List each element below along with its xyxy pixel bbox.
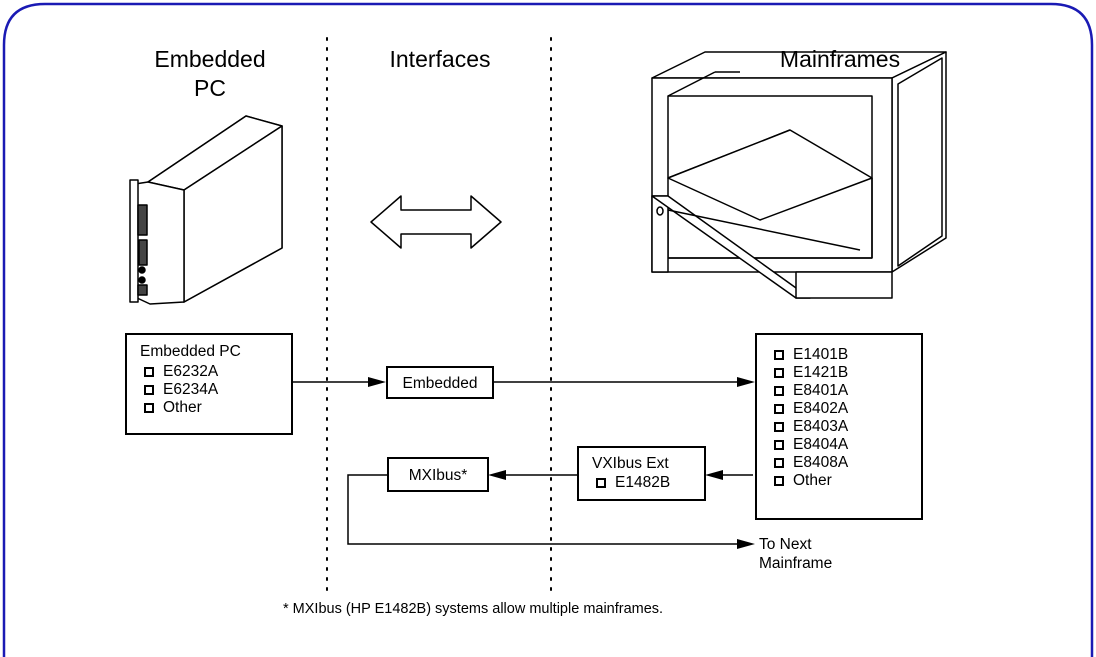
option-item[interactable]: E6232A: [144, 363, 218, 381]
embedded-pc-illustration: [129, 115, 283, 305]
option-label: Other: [793, 472, 832, 490]
bidirectional-arrow-icon: [370, 195, 502, 249]
option-item[interactable]: E8403A: [774, 418, 848, 436]
option-item[interactable]: E8402A: [774, 400, 848, 418]
option-item[interactable]: E8401A: [774, 382, 848, 400]
option-item[interactable]: Other: [774, 472, 848, 490]
checkbox-icon[interactable]: [774, 440, 784, 450]
option-item[interactable]: E1421B: [774, 364, 848, 382]
footnote: * MXIbus (HP E1482B) systems allow multi…: [283, 601, 664, 617]
vxibus-ext-title: VXIbus Ext: [592, 455, 669, 472]
option-label: E6232A: [163, 363, 219, 381]
option-label: E8404A: [793, 436, 849, 454]
option-label: E8401A: [793, 382, 849, 400]
option-item[interactable]: E8404A: [774, 436, 848, 454]
vxibus-ext-box: VXIbus Ext E1482B: [577, 446, 706, 501]
connectors: [293, 381, 753, 545]
option-item[interactable]: Other: [144, 399, 218, 417]
option-label: E1421B: [793, 364, 849, 382]
mainframes-box: E1401B E1421B E8401A E8402A E8403A E8404…: [755, 333, 923, 520]
to-next-line2: Mainframe: [759, 554, 833, 572]
option-label: Other: [163, 399, 202, 417]
option-label: E8403A: [793, 418, 849, 436]
embedded-pc-options: E6232A E6234A Other: [144, 363, 218, 417]
checkbox-icon[interactable]: [596, 478, 606, 488]
checkbox-icon[interactable]: [774, 422, 784, 432]
header-interfaces: Interfaces: [389, 46, 491, 72]
mainframe-options: E1401B E1421B E8401A E8402A E8403A E8404…: [774, 346, 848, 490]
option-label: E8408A: [793, 454, 849, 472]
option-item[interactable]: E6234A: [144, 381, 218, 399]
option-label: E6234A: [163, 381, 219, 399]
checkbox-icon[interactable]: [144, 367, 154, 377]
header-embedded-pc: Embedded PC: [140, 48, 280, 100]
to-next-line1: To Next: [759, 536, 812, 553]
checkbox-icon[interactable]: [144, 385, 154, 395]
option-label: E1401B: [793, 346, 849, 364]
checkbox-icon[interactable]: [774, 404, 784, 414]
vxibus-options: E1482B: [596, 474, 670, 492]
option-label: E1482B: [615, 474, 671, 492]
embedded-pc-box-title: Embedded PC: [140, 343, 241, 360]
arrowhead-to-vxibus: [705, 470, 723, 480]
arrowhead-to-embedded: [368, 377, 386, 387]
option-item[interactable]: E1401B: [774, 346, 848, 364]
embedded-interface-label: Embedded: [402, 375, 478, 392]
mxibus-interface-box: MXIbus*: [387, 457, 489, 492]
header-mainframes: Mainframes: [779, 46, 901, 72]
checkbox-icon[interactable]: [774, 458, 784, 468]
header-embedded-pc-line2: PC: [194, 75, 226, 101]
checkbox-icon[interactable]: [774, 368, 784, 378]
checkbox-icon[interactable]: [144, 403, 154, 413]
to-next-mainframe-label: To Next Mainframe: [759, 537, 832, 571]
mainframe-illustration: [651, 51, 947, 299]
option-label: E8402A: [793, 400, 849, 418]
checkbox-icon[interactable]: [774, 476, 784, 486]
option-item[interactable]: E1482B: [596, 474, 670, 492]
arrowhead-to-mxibus: [488, 470, 506, 480]
embedded-pc-box: Embedded PC E6232A E6234A Other: [125, 333, 293, 435]
header-embedded-pc-line1: Embedded: [154, 46, 266, 72]
checkbox-icon[interactable]: [774, 386, 784, 396]
option-item[interactable]: E8408A: [774, 454, 848, 472]
arrowhead-to-next-mainframe: [737, 539, 755, 549]
arrowhead-to-mainframes: [737, 377, 755, 387]
mxibus-interface-label: MXIbus*: [408, 467, 468, 484]
checkbox-icon[interactable]: [774, 350, 784, 360]
embedded-interface-box: Embedded: [386, 366, 494, 399]
